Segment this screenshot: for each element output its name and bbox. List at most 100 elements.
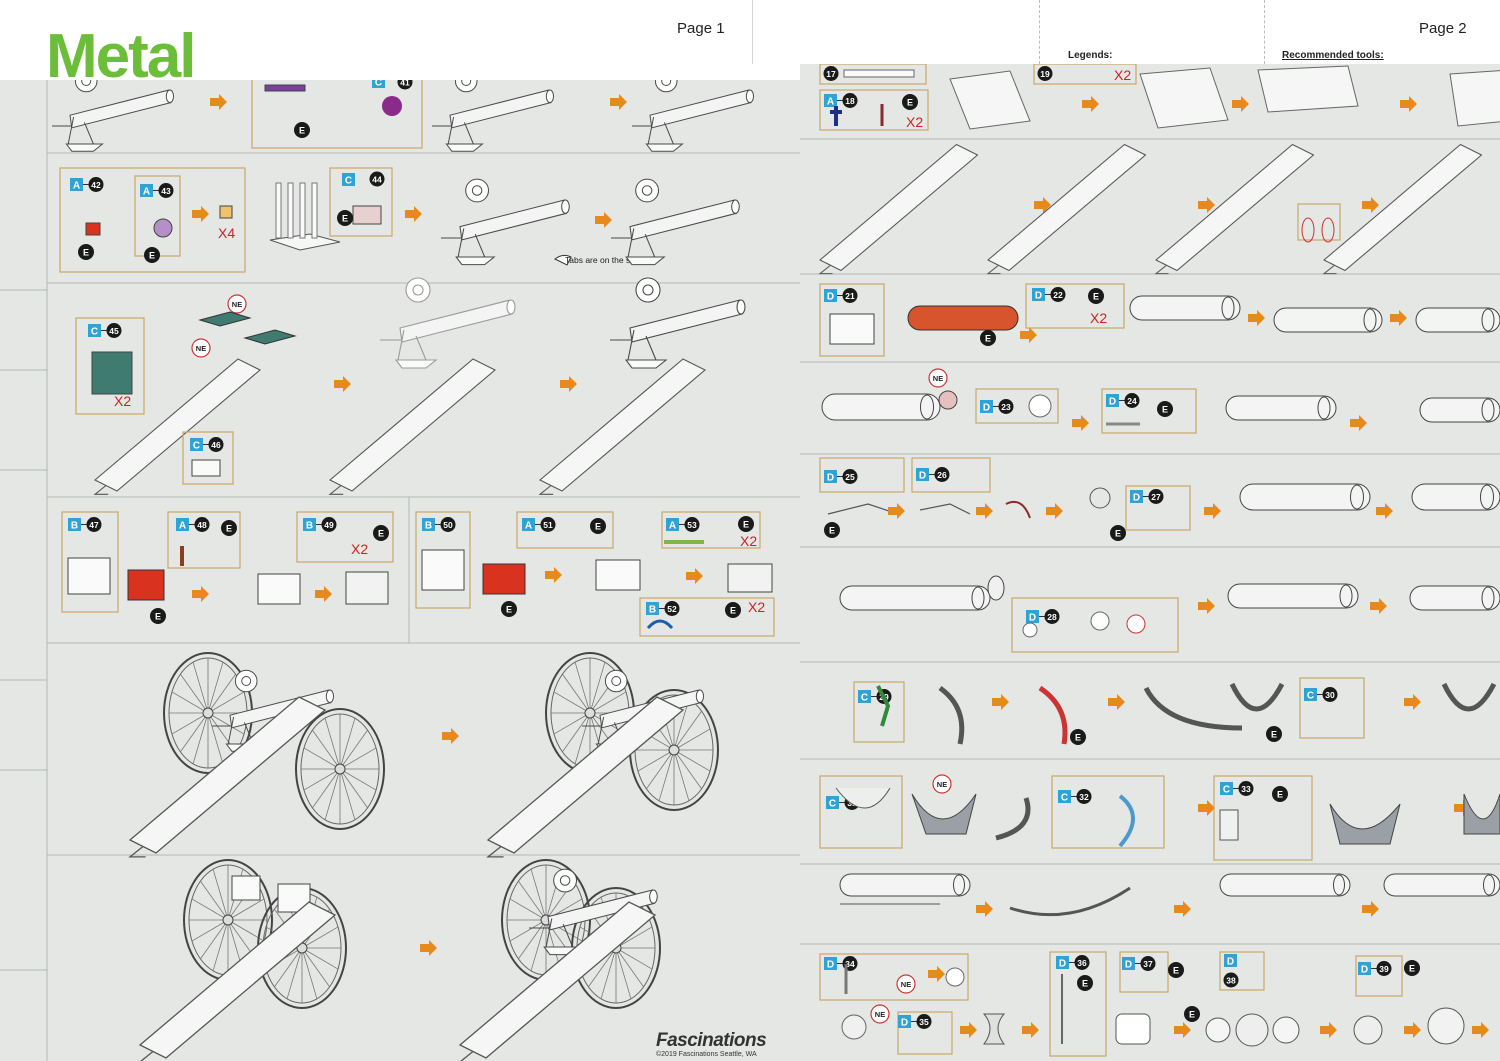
wheel-spoke	[673, 728, 711, 751]
part-number-badge	[540, 517, 556, 532]
e-label: E	[1277, 790, 1283, 800]
multiplier: X2	[748, 599, 765, 615]
sheet-letter: C	[1061, 793, 1068, 804]
part-drawing	[938, 390, 958, 410]
wheel-spoke	[673, 749, 702, 790]
arrow-icon	[1072, 415, 1089, 431]
sheet-tag	[858, 690, 871, 703]
drawing-line	[1322, 264, 1337, 275]
arrow-icon	[976, 503, 993, 519]
recommended-tools-label: Recommended tools:	[1282, 50, 1384, 61]
part-drawing	[264, 84, 306, 92]
part-drawing	[829, 313, 875, 345]
sheet-letter: D	[1035, 291, 1042, 302]
barrel-end	[920, 394, 934, 420]
drawing-line	[561, 199, 570, 214]
part-drawing	[1022, 622, 1038, 638]
drawing-line	[440, 228, 486, 258]
e-marker	[294, 122, 310, 138]
drawing-line	[471, 185, 483, 196]
multiplier: X2	[906, 114, 923, 130]
wheel-spoke	[200, 919, 229, 960]
step-frame	[819, 953, 969, 1001]
crank-drawing	[1005, 500, 1031, 519]
step-frame	[61, 511, 119, 613]
barrel-drawing	[1273, 307, 1383, 333]
arrow-icon	[405, 206, 422, 222]
wheel-hub	[202, 707, 214, 719]
drawing-line	[631, 116, 674, 145]
drawing-line	[394, 359, 438, 369]
drawing-line	[1155, 143, 1315, 272]
sheet-letter: D	[1109, 397, 1116, 408]
drawing-line	[610, 329, 657, 361]
arrow-icon	[192, 586, 209, 602]
part-number: 52	[667, 604, 677, 614]
sheet-tag	[666, 518, 679, 531]
arrow-icon	[686, 568, 703, 584]
drawing-line	[987, 143, 1147, 272]
wheel-spoke	[637, 749, 675, 772]
drawing-line	[610, 228, 656, 258]
barrel-drawing	[1383, 873, 1500, 897]
drawing-line	[459, 199, 567, 241]
sheet-tag	[1026, 610, 1039, 623]
wheel-spoke	[191, 919, 229, 942]
barrel-drawing	[1129, 295, 1241, 321]
barrel-drawing	[1239, 483, 1371, 511]
arrow-icon	[334, 376, 351, 392]
part-drawing	[843, 69, 915, 78]
drawing-line	[445, 143, 484, 152]
part-number-badge	[1074, 955, 1090, 970]
multiplier: X2	[1090, 310, 1107, 326]
arrow-icon	[1198, 598, 1215, 614]
barrel-drawing	[1409, 585, 1500, 611]
drawing-line	[128, 845, 146, 858]
part-number-badge	[998, 399, 1014, 414]
part-number: 50	[443, 520, 453, 530]
drawing-line	[486, 696, 685, 854]
multiplier: X2	[740, 533, 757, 549]
wheel-spoke	[207, 712, 224, 764]
sheet-tag	[824, 470, 837, 483]
step-frame	[1025, 283, 1125, 329]
crank-drawing	[827, 503, 899, 515]
part-drawing	[198, 311, 252, 327]
frame-drawing	[1449, 70, 1500, 127]
wheel-spoke	[191, 898, 229, 921]
part-number-badge	[1322, 687, 1338, 702]
arrow-icon	[1472, 1022, 1489, 1038]
grey-bracket-part	[1329, 803, 1401, 845]
ne-marker	[928, 368, 948, 388]
drawing-line	[818, 264, 833, 275]
arrow-icon	[442, 728, 459, 744]
part-number-badge	[664, 601, 680, 616]
ne-marker	[896, 974, 916, 994]
carriage-trail-drawing	[818, 143, 979, 275]
ne-marker	[227, 294, 247, 314]
part-drawing	[727, 563, 773, 593]
orange-barrel-part	[907, 305, 1019, 331]
part-drawing	[945, 967, 965, 987]
arrow-icon	[595, 212, 612, 228]
sheet-letter: D	[1133, 493, 1140, 504]
drawing-line	[94, 358, 261, 492]
drawing-line	[1323, 143, 1483, 272]
arrow-icon	[928, 966, 945, 982]
brand-logo: Metal	[46, 26, 195, 80]
e-marker	[221, 520, 237, 536]
sheet-tag	[190, 438, 203, 451]
part-drawing	[1028, 394, 1052, 418]
wheel-spoke	[339, 729, 368, 770]
step-frame	[59, 167, 246, 273]
post-drawing	[287, 182, 294, 239]
step-frame	[167, 511, 241, 569]
drawing-line	[553, 868, 578, 893]
sheet-letter: D	[1059, 959, 1066, 970]
barrel-end	[1317, 396, 1331, 420]
step-frame	[853, 681, 905, 743]
e-label: E	[226, 524, 232, 534]
wheel-spoke	[574, 662, 591, 714]
